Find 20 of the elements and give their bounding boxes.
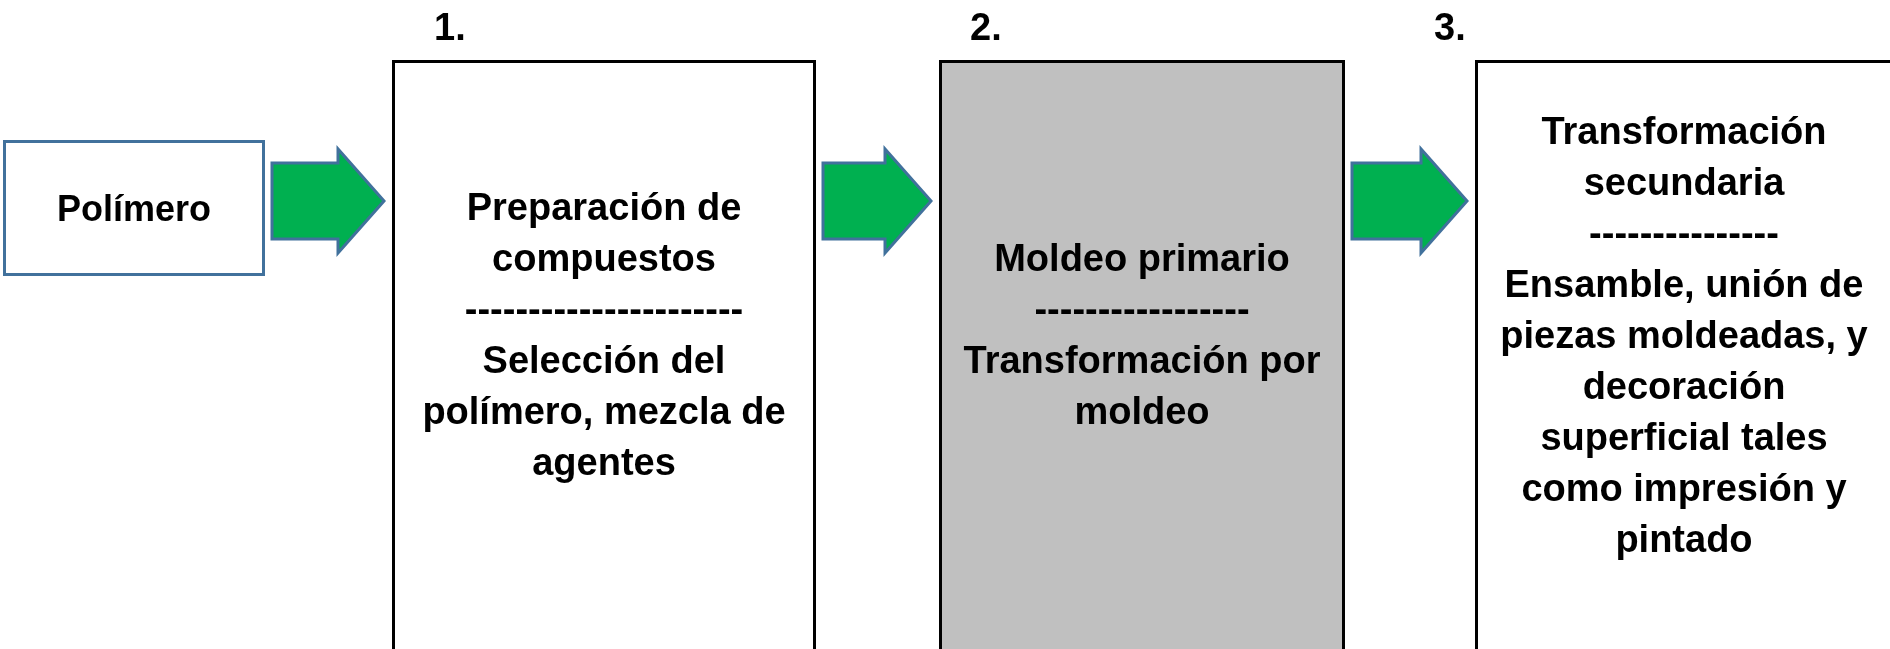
box-title: Preparación de compuestos [465,185,743,281]
dashed-divider-text: ----------------- [1034,287,1250,332]
step-number: 1. [434,8,466,46]
dashed-divider-text: --------------- [1589,210,1779,256]
process-box [392,60,816,649]
dashed-divider-text: ---------------------- [464,287,744,332]
process-box [1475,60,1890,649]
process-box [3,140,265,276]
box-title: Polímero [56,186,211,231]
box-description: Selección del polímero, mezcla de agentes [421,338,787,485]
box-description: Transformación por moldeo [962,338,1322,434]
block-arrow [270,145,386,257]
box-title: Transformación secundaria [1540,108,1828,205]
step-number: 2. [970,8,1002,46]
block-arrow [1350,145,1469,257]
process-box [939,60,1345,649]
box-description: Ensamble, unión de piezas moldeadas, y decoración superficial tales como impresión y pintado [1499,261,1869,562]
block-arrow [821,145,933,257]
box-title: Moldeo primario [994,236,1290,281]
step-number: 3. [1434,8,1466,46]
